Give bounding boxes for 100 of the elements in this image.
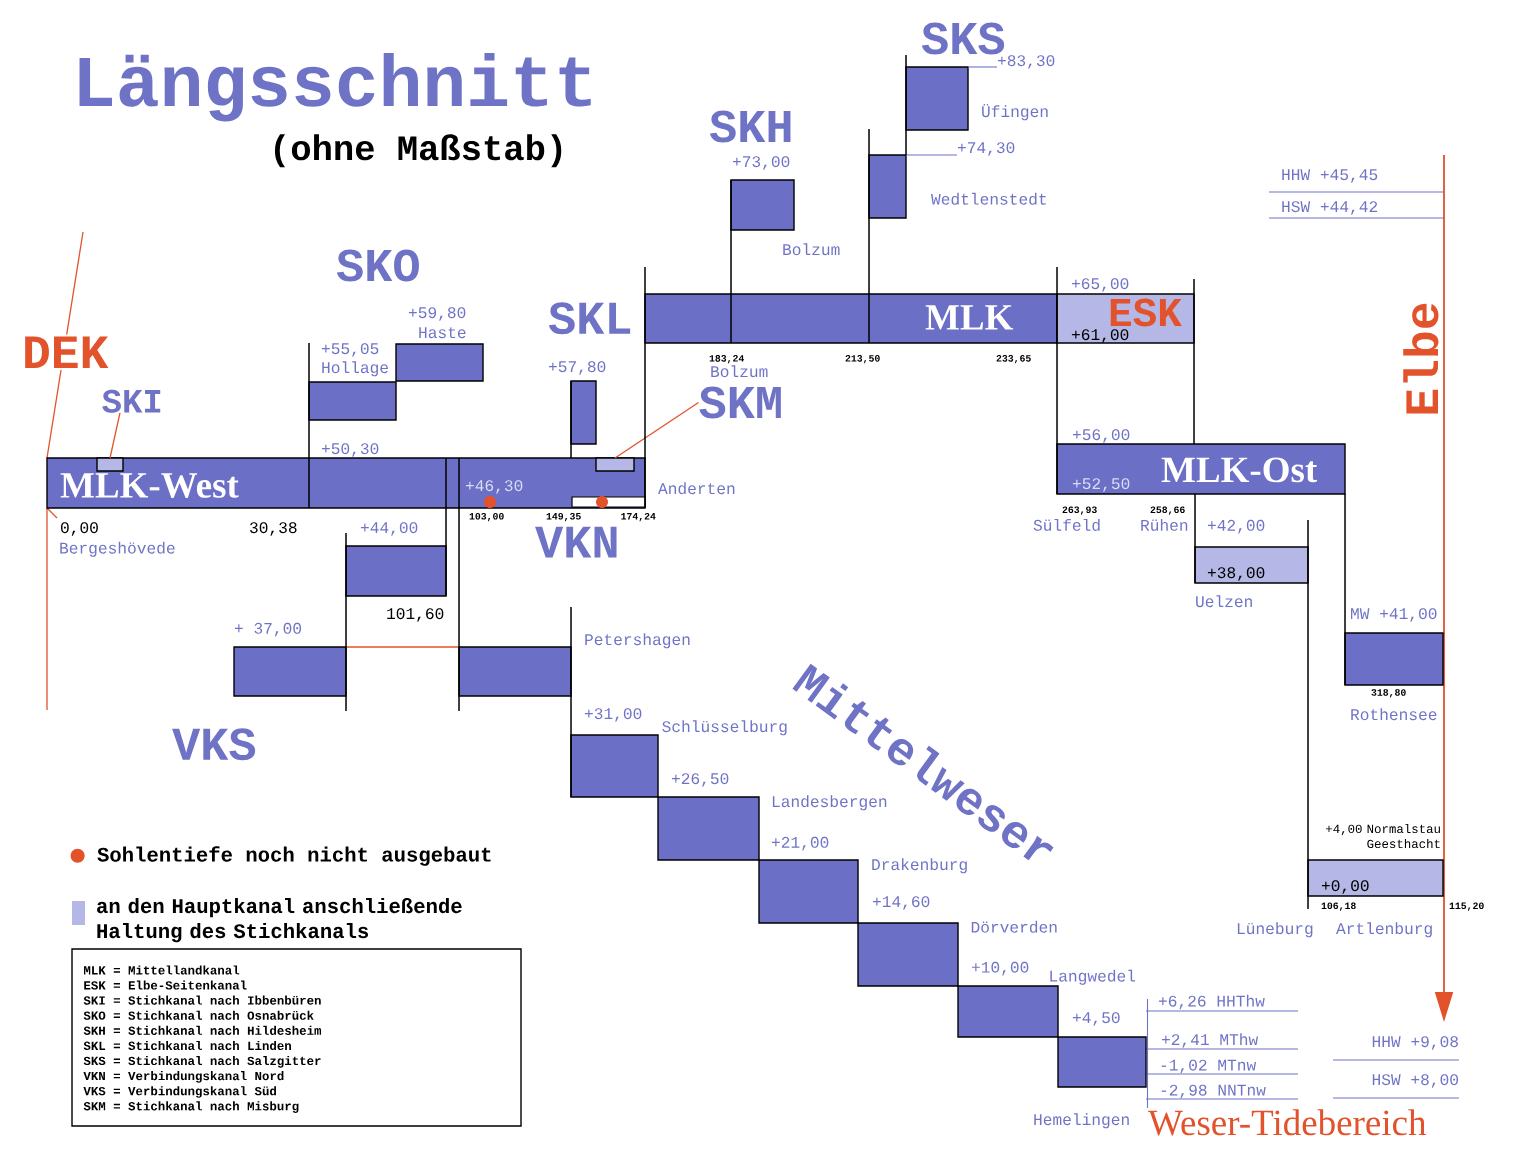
canal-code: SKH	[709, 110, 791, 143]
water-level-label: MW +41,00	[1351, 608, 1437, 622]
canal-box: ESK +61,00	[1056, 293, 1195, 344]
canal-box: +0,00	[1307, 859, 1444, 897]
number-label: 258,66	[1150, 506, 1185, 515]
canal-box	[308, 381, 397, 421]
elevation-label: +26,50	[671, 773, 729, 787]
place-name: Schlüsselburg	[662, 720, 787, 736]
note-label: +4,00 Normalstau Geesthacht	[1325, 824, 1440, 849]
vertical-line	[1056, 266, 1058, 495]
place-name: Lüneburg	[1237, 922, 1313, 938]
place-name: Langwedel	[1050, 969, 1136, 985]
canal-box	[345, 545, 447, 597]
elevation-label: +55,05	[321, 343, 379, 357]
canal-code: SKS	[921, 22, 1005, 55]
place-name: Bergeshövede	[60, 541, 175, 557]
vertical-line	[905, 54, 907, 156]
vertical-line	[345, 532, 347, 712]
number-label: 0,00	[61, 522, 98, 536]
water-level-label: HHW +45,45	[1282, 169, 1378, 183]
canal-box	[458, 646, 572, 697]
place-name: Hemelingen	[1034, 1113, 1129, 1129]
vertical-line	[1193, 278, 1195, 445]
canal-code: VKS	[172, 728, 256, 761]
elevation-label: +83,30	[997, 55, 1055, 69]
canal-box: MLK-West +46,30	[46, 457, 646, 509]
canal-box	[570, 734, 659, 798]
water-level-label: -2,98 NNTnw	[1161, 1084, 1266, 1099]
number-label: 149,35	[546, 512, 581, 522]
place-name: Uelzen	[1196, 595, 1252, 608]
canal-box	[857, 922, 959, 987]
river-name: Elbe	[1403, 303, 1439, 414]
vertical-line	[458, 457, 460, 712]
canal-box	[1344, 632, 1444, 686]
place-name: Petershagen	[585, 633, 690, 649]
canal-box	[905, 66, 969, 131]
place-name: Bolzum	[783, 243, 840, 256]
number-label: 115,20	[1449, 902, 1484, 911]
canal-box	[395, 343, 484, 382]
canal-box: MLK	[644, 293, 1058, 344]
elevation-label: +56,00	[1072, 429, 1130, 443]
title: Längsschnitt	[79, 53, 591, 122]
canal-code: VKN	[535, 526, 617, 558]
place-name: Rothensee	[1351, 708, 1437, 721]
vertical-line	[570, 606, 572, 798]
abbreviation-box: MLK = Mittellandkanal ESK = Elbe-Seitenkanal SKI = Stichkanal nach Ibbenbüren SKO = Stichkanal nach Osnabrück SKH = Stichkanal nach Hildesheim SKL = Stichkanal nach Linden SKS = Stichkanal nach Salzgitter VKN = Verbindungskanal Nord VKS = Verbindungskanal Süd SKM = Stichkanal nach Misburg	[71, 948, 522, 1127]
canal-code: DEK	[20, 334, 111, 370]
canal-box: +38,00	[1194, 546, 1309, 584]
vertical-line	[1344, 493, 1346, 686]
canal-box	[758, 859, 859, 924]
vertical-line	[644, 266, 646, 509]
vertical-line	[308, 342, 310, 509]
water-level-label: HHW +9,08	[1372, 1036, 1458, 1050]
canal-code: SKL	[548, 302, 631, 335]
elevation-label: +10,00	[971, 961, 1029, 976]
number-label: 263,93	[1062, 506, 1097, 515]
elevation-label: +44,00	[360, 522, 418, 536]
elevation-label: +4,50	[1072, 1012, 1120, 1026]
canal-code: SKI	[102, 389, 161, 413]
leader-line	[967, 66, 998, 68]
canal-code: SKO	[336, 249, 419, 282]
canal-box: MLK-Ost +52,50	[1056, 443, 1346, 495]
canal-box	[570, 380, 597, 445]
elevation-label: +31,00	[584, 708, 642, 722]
place-name: Hollage	[322, 361, 388, 377]
place-name: Bolzum	[711, 365, 768, 378]
canal-box	[957, 985, 1059, 1038]
canal-code: SKM	[699, 386, 781, 419]
place-name: Sülfeld	[1033, 518, 1100, 531]
place-name: Rühen	[1141, 518, 1188, 531]
vertical-line	[1194, 493, 1196, 584]
elevation-label: +42,00	[1207, 519, 1265, 534]
legend-text: Sohlentiefe noch nicht ausgebaut	[97, 846, 491, 866]
number-label: 103,00	[469, 512, 504, 522]
subtitle: (ohne Maßstab)	[274, 134, 562, 168]
leader-line	[905, 154, 958, 156]
junction-square	[96, 457, 124, 472]
place-name: Dörverden	[971, 920, 1057, 933]
number-label: 174,24	[621, 512, 656, 522]
leader-line	[109, 412, 121, 459]
water-level-label: HSW +8,00	[1372, 1074, 1458, 1088]
canal-box	[868, 154, 907, 219]
vertical-line	[868, 128, 870, 344]
vertical-line	[730, 179, 732, 344]
canal-box	[730, 179, 795, 231]
place-name: Artlenburg	[1336, 922, 1432, 938]
number-label: 30,38	[250, 522, 297, 536]
canal-box	[233, 646, 347, 697]
number-label: 233,65	[996, 355, 1031, 364]
number-label: 101,60	[387, 608, 444, 622]
leader-line	[614, 401, 700, 459]
junction-square	[595, 457, 635, 472]
elevation-label: +14,60	[872, 896, 930, 910]
region-name: Weser-Tidebereich	[1148, 1109, 1427, 1136]
legend-text: an den Hauptkanal anschließende Haltung des Stichkanals	[97, 898, 462, 943]
canal-box	[1057, 1036, 1147, 1088]
water-level-label: -1,02 MTnw	[1161, 1059, 1257, 1074]
vertical-line	[445, 457, 447, 597]
elevation-label: +65,00	[1071, 278, 1129, 292]
water-level-label: HSW +44,42	[1282, 201, 1378, 215]
